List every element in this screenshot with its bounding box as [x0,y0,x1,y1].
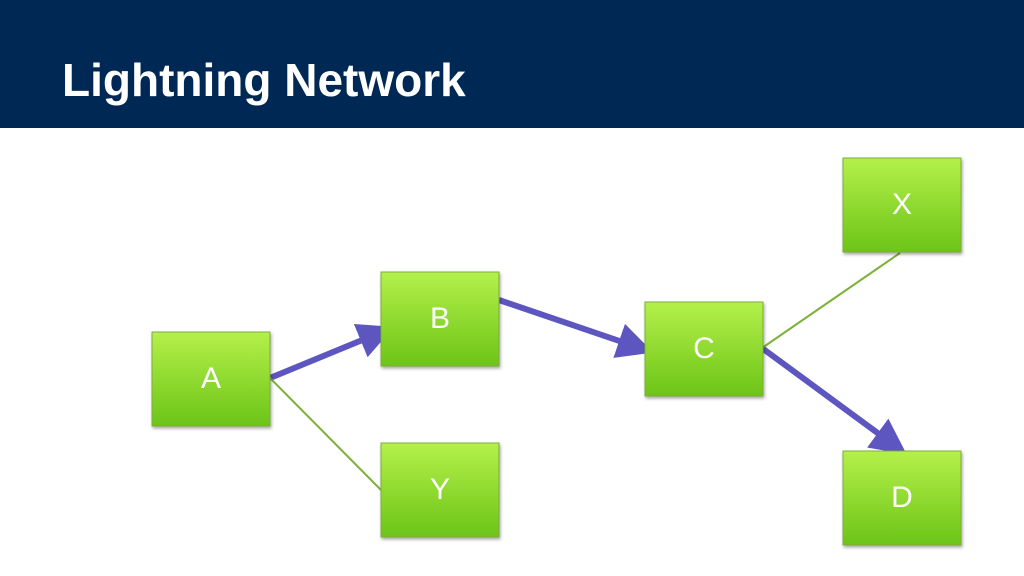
node-box-c [644,301,764,397]
node-b: B [380,271,500,367]
node-label-c: C [693,332,715,365]
node-label-x: X [892,188,912,221]
node-a: A [151,331,271,427]
edge-c-d [760,345,907,455]
node-d: D [842,450,962,546]
edge-a-y [269,377,382,491]
node-box-a [151,331,271,427]
edge-b-c [498,297,654,358]
edge-a-b [268,323,394,381]
node-y: Y [380,442,500,538]
node-box-b [380,271,500,367]
node-box-d [842,450,962,546]
node-label-y: Y [430,473,450,506]
header-bar: Lightning Network [0,0,1024,128]
nodes-layer: A B C X Y D [151,157,962,546]
edge-c-x [761,252,901,349]
node-label-d: D [891,481,913,514]
page-title: Lightning Network [62,54,466,106]
node-c: C [644,301,764,397]
node-box-y [380,442,500,538]
node-label-a: A [201,362,221,395]
node-x: X [842,157,962,253]
node-box-x [842,157,962,253]
node-label-b: B [430,302,450,335]
edges-layer [268,252,907,491]
